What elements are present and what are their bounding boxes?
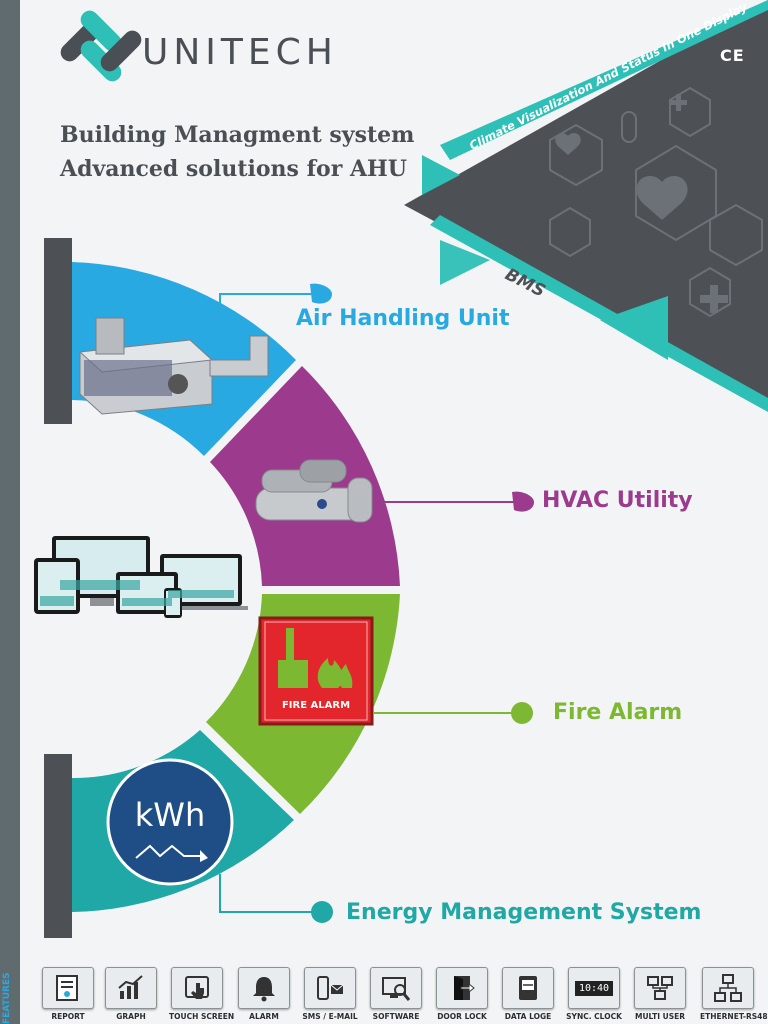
headline-line-1: Building Managment system: [60, 122, 415, 148]
brand-name: UNITECH: [142, 32, 338, 73]
graph-icon: [105, 967, 157, 1009]
feature-data-log: DATA LOGE: [500, 967, 556, 1021]
feature-label: MULTI USER: [635, 1012, 685, 1021]
feature-software: SOFTWARE: [368, 967, 424, 1021]
fire-connector-dot: [511, 702, 533, 724]
unitech-logo: [60, 10, 142, 82]
feature-alarm: ALARM: [236, 967, 292, 1021]
label-fire-alarm: Fire Alarm: [553, 700, 683, 725]
feature-label: TOUCH SCREEN: [169, 1012, 235, 1021]
bell-icon: [238, 967, 290, 1009]
feature-door-lock: DOOR LOCK: [434, 967, 490, 1021]
arc-bottom-post: [44, 754, 72, 938]
fire-alarm-sign-text: FIRE ALARM: [282, 700, 350, 711]
ce-mark: CE: [720, 46, 745, 65]
label-hvac-utility: HVAC Utility: [542, 488, 693, 513]
feature-label: ALARM: [249, 1012, 279, 1021]
arc-top-post: [44, 238, 72, 424]
feature-label: SMS / E-MAIL: [302, 1012, 358, 1021]
data-log-icon: [502, 967, 554, 1009]
feature-ethernet-rs485: ETHERNET-RS485: [700, 967, 768, 1021]
feature-graph: GRAPH: [103, 967, 159, 1021]
clock-display: 10:40: [574, 980, 614, 996]
network-icon: [702, 967, 754, 1009]
feature-label: SOFTWARE: [372, 1012, 420, 1021]
kwh-text: kWh: [135, 796, 205, 834]
fire-alarm-sign: FIRE ALARM: [258, 616, 374, 726]
bms-banner: Climate Visualization And Status In One …: [404, 0, 768, 412]
feature-label: DOOR LOCK: [437, 1012, 487, 1021]
software-icon: [370, 967, 422, 1009]
clock-icon: 10:40: [568, 967, 620, 1009]
feature-sync-clock: 10:40 SYNC. CLOCK: [566, 967, 622, 1021]
label-energy-management-system: Energy Management System: [346, 900, 702, 925]
door-lock-icon: [436, 967, 488, 1009]
feature-report: REPORT: [40, 967, 96, 1021]
left-sidebar-strip: [0, 0, 20, 1024]
chiller-icon: [255, 459, 373, 523]
sms-email-icon: [304, 967, 356, 1009]
hvac-connector-dot: [512, 491, 534, 512]
feature-label: DATA LOGE: [504, 1012, 552, 1021]
touch-screen-icon: [171, 967, 223, 1009]
devices-illustration: [34, 536, 248, 618]
feature-sms-email: SMS / E-MAIL: [302, 967, 358, 1021]
label-air-handling-unit: Air Handling Unit: [296, 306, 510, 331]
features-title: FEATURES: [2, 972, 12, 1024]
ahu-connector-dot: [310, 283, 332, 304]
multi-user-icon: [634, 967, 686, 1009]
kwh-badge: kWh: [106, 758, 234, 886]
headline: Building Managment system Advanced solut…: [60, 118, 414, 186]
feature-label: GRAPH: [116, 1012, 146, 1021]
ems-connector-dot: [311, 901, 333, 923]
report-icon: [42, 967, 94, 1009]
feature-label: REPORT: [51, 1012, 85, 1021]
feature-label: ETHERNET-RS485: [700, 1012, 768, 1021]
feature-touch-screen: TOUCH SCREEN: [169, 967, 235, 1021]
headline-line-2: Advanced solutions for AHU: [60, 156, 407, 182]
ahu-unit-icon: [78, 317, 269, 415]
feature-label: SYNC. CLOCK: [566, 1012, 622, 1021]
feature-multi-user: MULTI USER: [632, 967, 688, 1021]
